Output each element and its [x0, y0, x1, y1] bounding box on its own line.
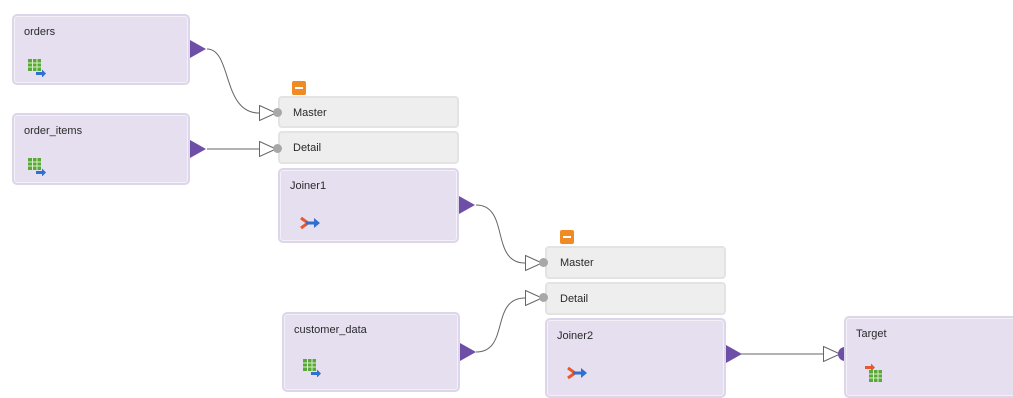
source-node-customer-data[interactable]: customer_data — [282, 312, 460, 392]
target-table-icon — [865, 363, 882, 382]
port-connector-dot[interactable] — [273, 144, 282, 153]
joiner-icon — [567, 366, 587, 380]
joiner-icon — [300, 216, 320, 230]
source-table-icon — [28, 158, 46, 176]
link-orders-to-joiner1-master — [206, 48, 260, 114]
output-port-arrow[interactable] — [459, 196, 475, 214]
source-table-icon — [303, 359, 321, 377]
joiner-node-joiner2[interactable]: Joiner2 — [545, 318, 726, 398]
port-label: Detail — [560, 293, 589, 305]
port-label: Master — [293, 107, 327, 119]
port-connector-dot[interactable] — [539, 293, 548, 302]
node-title: Joiner2 — [557, 330, 594, 342]
output-port-arrow[interactable] — [726, 345, 742, 363]
port-label: Master — [560, 257, 594, 269]
output-port-arrow[interactable] — [460, 343, 476, 361]
source-node-orders[interactable]: orders — [12, 14, 190, 85]
output-port-arrow[interactable] — [190, 140, 206, 158]
input-port-arrow[interactable] — [823, 346, 841, 362]
node-title: Target — [856, 328, 887, 340]
port-connector-dot[interactable] — [273, 108, 282, 117]
output-port-arrow[interactable] — [190, 40, 206, 58]
port-connector-dot[interactable] — [539, 258, 548, 267]
node-title: Joiner1 — [290, 180, 327, 192]
link-joiner1-to-joiner2-master — [475, 204, 526, 264]
node-title: orders — [24, 26, 56, 38]
port-master[interactable]: Master — [545, 246, 726, 279]
collapse-button[interactable] — [292, 81, 306, 95]
node-title: order_items — [24, 125, 83, 137]
port-detail[interactable]: Detail — [545, 282, 726, 315]
collapse-button[interactable] — [560, 230, 574, 244]
input-port-arrow[interactable] — [525, 290, 543, 306]
port-detail[interactable]: Detail — [278, 131, 459, 164]
input-port-arrow[interactable] — [259, 141, 277, 157]
node-title: customer_data — [294, 324, 367, 336]
source-node-order-items[interactable]: order_items — [12, 113, 190, 185]
target-node[interactable]: Target — [844, 316, 1013, 398]
port-label: Detail — [293, 142, 322, 154]
link-customer-data-to-joiner2-detail — [475, 297, 526, 353]
input-port-arrow[interactable] — [259, 105, 277, 121]
port-master[interactable]: Master — [278, 96, 459, 128]
source-table-icon — [28, 59, 46, 77]
connection-links — [206, 48, 823, 355]
joiner-node-joiner1[interactable]: Joiner1 — [278, 168, 459, 243]
input-port-arrow[interactable] — [525, 255, 543, 271]
